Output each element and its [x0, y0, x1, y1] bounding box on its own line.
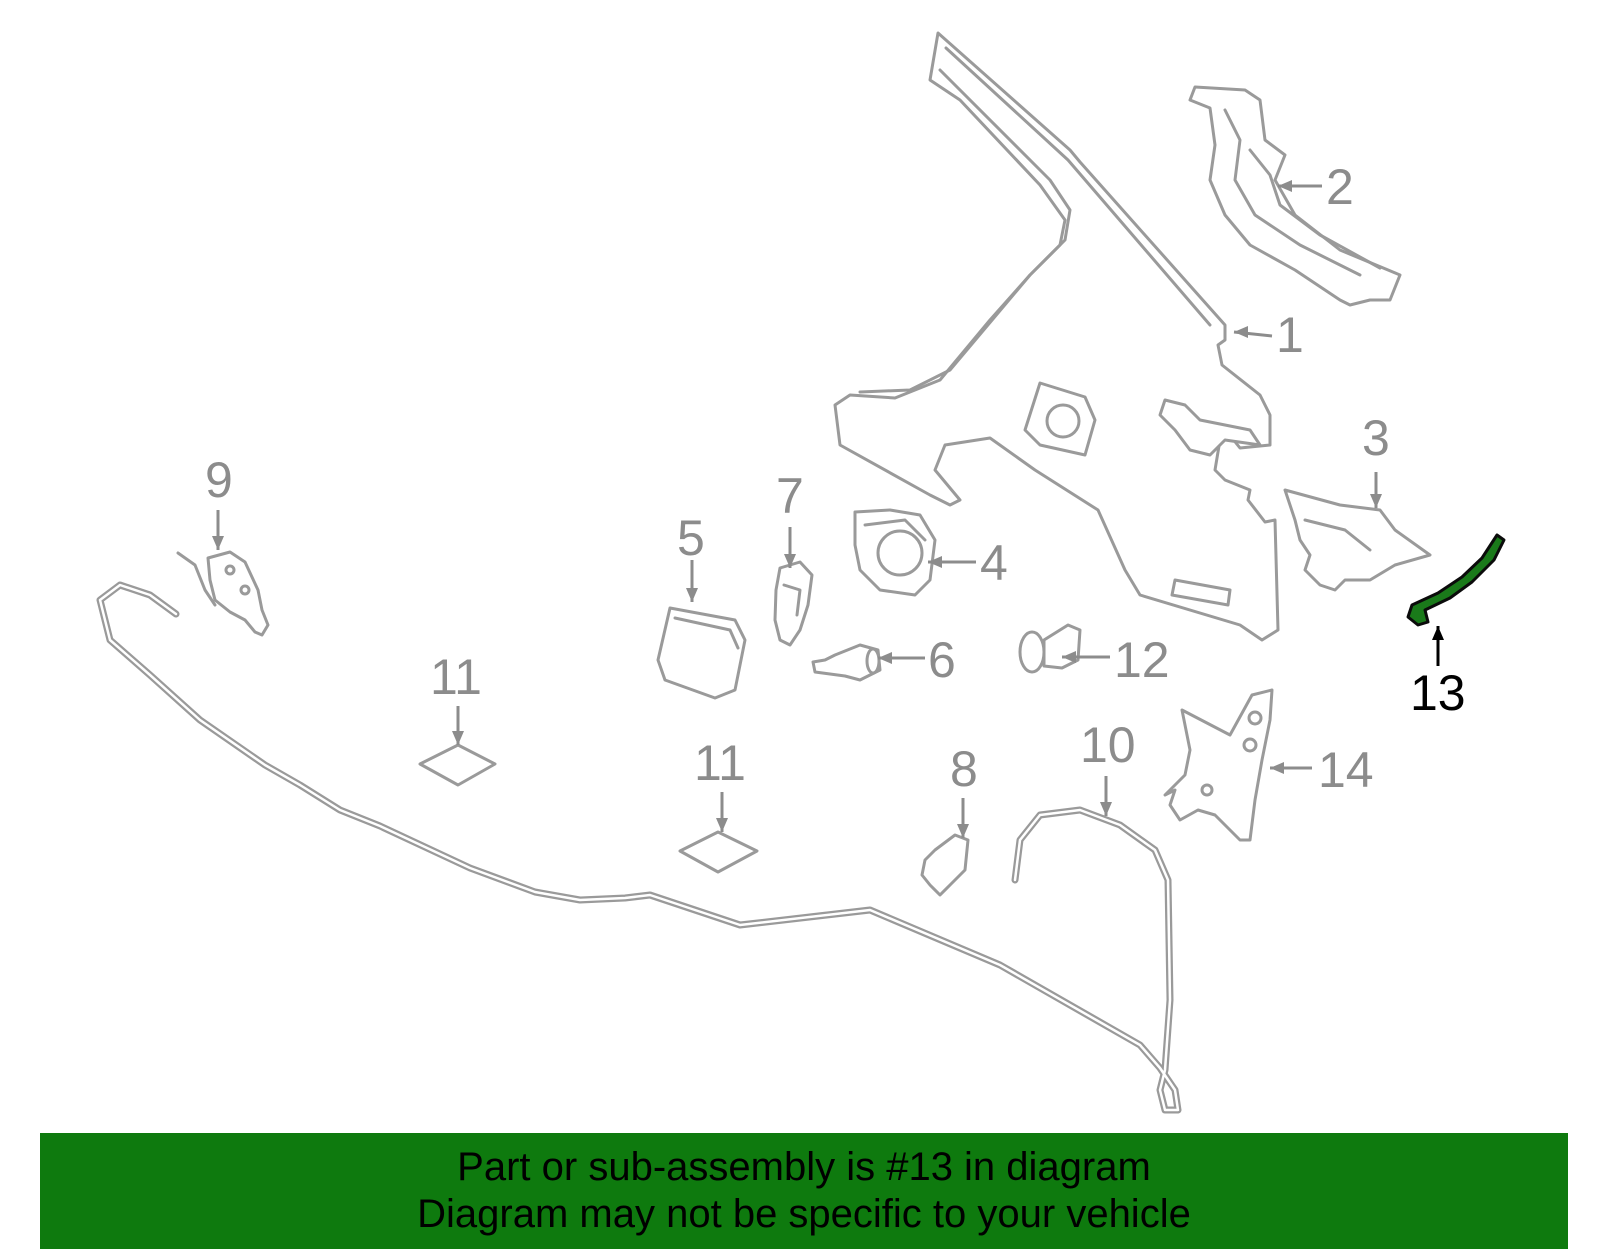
part-12-push-pin — [1018, 623, 1082, 674]
callout-10: 10 — [1080, 717, 1136, 773]
part-2-trim-piece — [1188, 85, 1402, 307]
part-9-release-handle — [176, 550, 270, 637]
part-5-fuel-door — [656, 606, 747, 700]
callout-9: 9 — [205, 452, 233, 508]
callout-13: 13 — [1410, 665, 1466, 721]
callout-6: 6 — [928, 632, 956, 688]
banner-line-disclaimer: Diagram may not be specific to your vehi… — [417, 1192, 1191, 1236]
callout-1: 1 — [1276, 307, 1304, 363]
leader-lines — [212, 180, 1444, 838]
part-7-actuator — [773, 560, 814, 647]
callout-12: 12 — [1114, 632, 1170, 688]
callout-11-left: 11 — [430, 649, 482, 705]
callout-8: 8 — [950, 741, 978, 797]
part-4-fuel-door-housing — [853, 508, 937, 597]
part-8-bracket — [920, 833, 970, 897]
callout-4: 4 — [980, 535, 1008, 591]
callout-3: 3 — [1362, 410, 1390, 466]
part-11-pad-left — [418, 743, 497, 787]
part-14-bracket — [1163, 688, 1274, 842]
callout-14: 14 — [1318, 742, 1374, 798]
part-11-pad-right — [678, 830, 759, 874]
part-1-quarter-panel — [833, 31, 1280, 642]
callout-5: 5 — [677, 510, 705, 566]
part-6-bumper — [811, 643, 882, 682]
part-13-highlighted-seal — [1406, 533, 1506, 627]
callout-2: 2 — [1326, 159, 1354, 215]
callout-11-right: 11 — [694, 735, 746, 791]
info-banner: Part or sub-assembly is #13 in diagram D… — [40, 1133, 1568, 1249]
callout-7: 7 — [776, 468, 804, 524]
part-10-release-cable — [96, 581, 1182, 1114]
banner-line-part: Part or sub-assembly is #13 in diagram — [457, 1145, 1151, 1189]
part-3-bracket — [1283, 488, 1432, 592]
